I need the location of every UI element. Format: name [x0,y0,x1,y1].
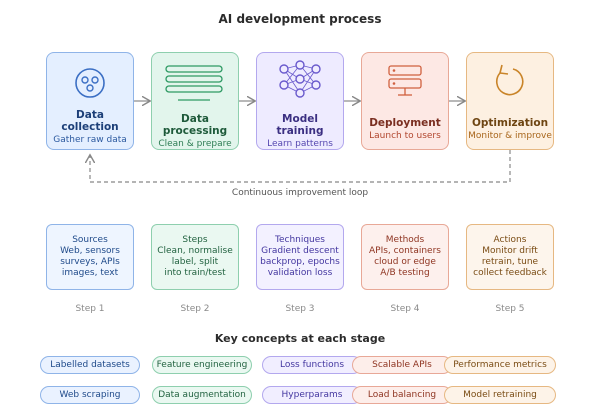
concept-pill: Labelled datasets [40,356,140,374]
detail-box-actions: Actions Monitor drift retrain, tune coll… [466,224,554,290]
detail-box-techniques: Techniques Gradient descent backprop, ep… [256,224,344,290]
concept-pill: Hyperparams [262,386,362,404]
detail-heading: Techniques [274,235,325,245]
stage-subtitle: Learn patterns [267,139,333,149]
loop-arrow [90,150,511,183]
detail-box-methods: Methods APIs, containers cloud or edge A… [361,224,449,290]
detail-line: surveys, APIs [60,257,120,267]
detail-line: Web, sensors [60,246,120,256]
concept-pill: Feature engineering [152,356,252,374]
detail-line: into train/test [164,268,226,278]
step-label: Step 1 [75,304,105,314]
detail-line: collect feedback [473,268,547,278]
stage-subtitle: Gather raw data [53,135,127,145]
detail-heading: Methods [385,235,425,245]
text-lines-icon [165,65,223,101]
step-label: Step 5 [495,304,525,314]
loop-label: Continuous improvement loop [231,188,369,198]
detail-line: retrain, tune [481,257,539,267]
concept-pill: Performance metrics [444,356,556,374]
concepts-title: Key concepts at each stage [214,332,386,345]
refresh-cycle-icon [495,64,524,96]
stage-card-optimization: Optimization Monitor & improve [466,52,554,150]
step-label: Step 2 [180,304,210,314]
concept-pill: Data augmentation [152,386,252,404]
diagram-title: AI development process [218,12,382,26]
dots-circle-icon [75,68,105,98]
concept-pill: Load balancing [352,386,452,404]
detail-line: cloud or edge [374,257,436,267]
detail-line: images, text [61,268,119,278]
stage-subtitle: Launch to users [369,131,441,141]
detail-line: APIs, containers [369,246,441,256]
detail-heading: Actions [493,235,527,245]
stage-subtitle: Clean & prepare [158,139,232,149]
detail-line: label, split [171,257,219,267]
concept-pill: Loss functions [262,356,362,374]
detail-line: A/B testing [380,268,430,278]
server-stack-icon [388,65,422,96]
stage-card-deployment: Deployment Launch to users [361,52,449,150]
neural-network-icon [279,60,321,98]
detail-heading: Sources [72,235,108,245]
stage-name: Optimization [471,117,549,129]
detail-box-sources: Sources Web, sensors surveys, APIs image… [46,224,134,290]
concept-pill: Scalable APIs [352,356,452,374]
detail-heading: Steps [182,235,208,245]
stage-subtitle: Monitor & improve [468,131,552,141]
detail-line: validation loss [267,268,333,278]
detail-line: Clean, normalise [157,246,233,256]
detail-line: Monitor drift [482,246,538,256]
detail-box-steps: Steps Clean, normalise label, split into… [151,224,239,290]
concept-pill: Web scraping [40,386,140,404]
step-label: Step 3 [285,304,315,314]
concept-pill: Model retraining [444,386,556,404]
step-label: Step 4 [390,304,420,314]
detail-line: Gradient descent [261,246,339,256]
detail-line: backprop, epochs [260,257,340,267]
stage-name: Deployment [369,117,441,129]
